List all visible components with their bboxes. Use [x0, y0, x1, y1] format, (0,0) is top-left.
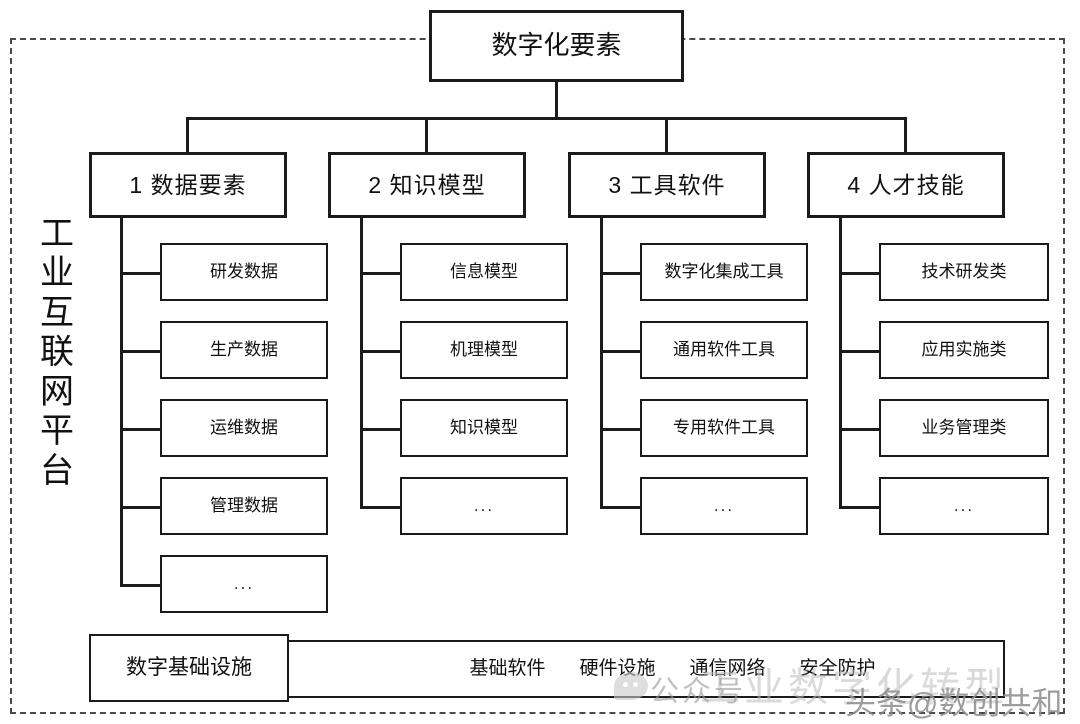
stub-col2-child4: [360, 506, 401, 509]
category-box-3[interactable]: 3 工具软件: [568, 152, 766, 218]
sub-box-col4-2[interactable]: 应用实施类: [879, 321, 1049, 379]
stub-col1-child2: [120, 350, 161, 353]
root-title-box: 数字化要素: [429, 10, 684, 82]
sub-box-col2-4[interactable]: ...: [400, 477, 568, 535]
infrastructure-item-3[interactable]: 通信网络: [689, 658, 766, 680]
trunk-line-col-2: [360, 218, 363, 508]
drop-line-cat-4: [904, 117, 907, 152]
drop-line-cat-1: [186, 117, 189, 152]
sub-box-col3-4[interactable]: ...: [640, 477, 808, 535]
sub-box-col1-3[interactable]: 运维数据: [160, 399, 328, 457]
platform-label-char-4: 网: [40, 372, 74, 411]
platform-label-char-0: 工: [40, 215, 74, 253]
category-box-4[interactable]: 4 人才技能: [807, 152, 1005, 218]
sub-box-col3-3[interactable]: 专用软件工具: [640, 399, 808, 457]
sub-box-col1-5[interactable]: ...: [160, 555, 328, 613]
stub-col2-child1: [360, 272, 401, 275]
stub-col3-child1: [600, 272, 641, 275]
platform-label-char-6: 台: [40, 451, 74, 490]
stub-col1-child1: [120, 272, 161, 275]
sub-box-col3-1[interactable]: 数字化集成工具: [640, 243, 808, 301]
sub-box-col3-2[interactable]: 通用软件工具: [640, 321, 808, 379]
root-trunk-line: [555, 82, 558, 118]
drop-line-cat-3: [665, 117, 668, 152]
infrastructure-item-4[interactable]: 安全防护: [799, 658, 876, 680]
stub-col3-child3: [600, 428, 641, 431]
stub-col4-child2: [839, 350, 880, 353]
sub-box-col4-1[interactable]: 技术研发类: [879, 243, 1049, 301]
wechat-bubble-icon: [614, 672, 648, 700]
platform-label-char-1: 业: [40, 254, 74, 293]
stub-col2-child2: [360, 350, 401, 353]
infrastructure-items: 基础软件 硬件设施 通信网络 安全防护: [469, 657, 875, 680]
infrastructure-label-box[interactable]: 数字基础设施: [89, 634, 289, 702]
category-box-2[interactable]: 2 知识模型: [328, 152, 526, 218]
stub-col1-child5: [120, 584, 161, 587]
sub-box-col2-1[interactable]: 信息模型: [400, 243, 568, 301]
platform-vertical-label: 工 业 互 联 网 平 台: [28, 215, 86, 491]
platform-label-char-5: 平: [40, 412, 74, 451]
sub-box-col2-3[interactable]: 知识模型: [400, 399, 568, 457]
drop-line-cat-2: [425, 117, 428, 152]
trunk-line-col-4: [839, 218, 842, 508]
infrastructure-item-1[interactable]: 基础软件: [469, 658, 546, 680]
trunk-line-col-3: [600, 218, 603, 508]
sub-box-col1-4[interactable]: 管理数据: [160, 477, 328, 535]
sub-box-col1-2[interactable]: 生产数据: [160, 321, 328, 379]
stub-col1-child4: [120, 506, 161, 509]
distribution-bus-line: [186, 117, 904, 120]
category-box-1[interactable]: 1 数据要素: [89, 152, 287, 218]
stub-col3-child4: [600, 506, 641, 509]
sub-box-col4-4[interactable]: ...: [879, 477, 1049, 535]
infrastructure-bar: 基础软件 硬件设施 通信网络 安全防护: [190, 640, 1005, 698]
stub-col2-child3: [360, 428, 401, 431]
stub-col4-child4: [839, 506, 880, 509]
sub-box-col1-1[interactable]: 研发数据: [160, 243, 328, 301]
stub-col3-child2: [600, 350, 641, 353]
platform-label-char-3: 联: [40, 333, 74, 372]
stub-col1-child3: [120, 428, 161, 431]
trunk-line-col-1: [120, 218, 123, 586]
sub-box-col2-2[interactable]: 机理模型: [400, 321, 568, 379]
platform-label-char-2: 互: [40, 293, 74, 332]
sub-box-col4-3[interactable]: 业务管理类: [879, 399, 1049, 457]
stub-col4-child1: [839, 272, 880, 275]
stub-col4-child3: [839, 428, 880, 431]
